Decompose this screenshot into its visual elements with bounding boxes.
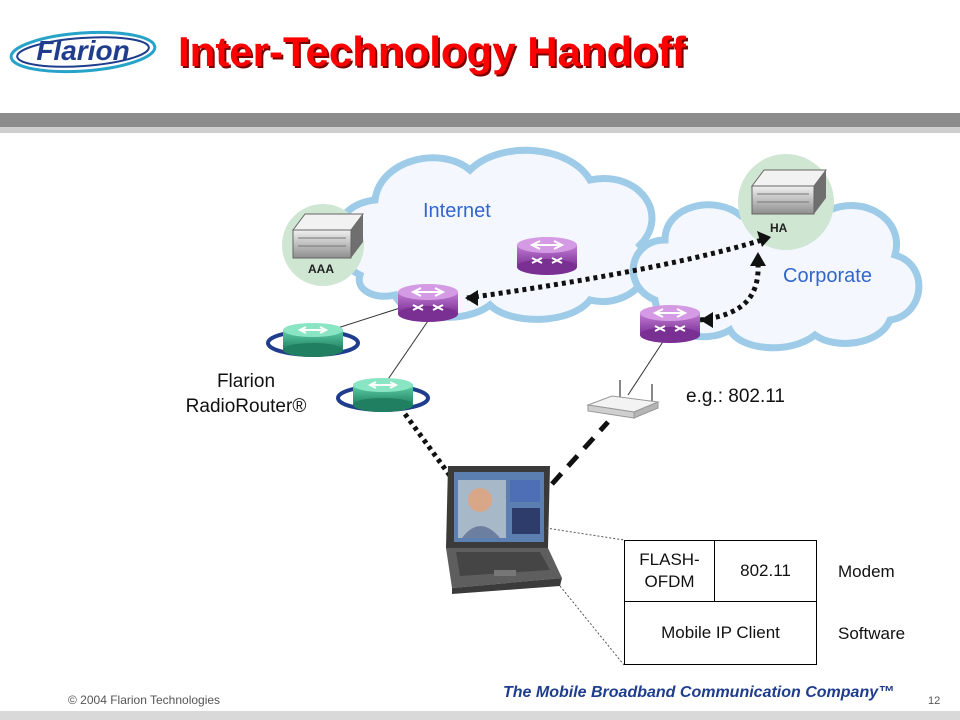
radio-router-icon — [336, 378, 430, 412]
link-line — [381, 317, 431, 389]
arrow-head — [465, 290, 478, 306]
callout-line — [545, 527, 625, 541]
arrow-head — [750, 252, 766, 266]
header-divider-light — [0, 127, 960, 133]
wifi-example-label: e.g.: 802.11 — [686, 386, 785, 407]
tunnel-internet-ha — [466, 237, 763, 301]
radiorouter-label-line1: Flarion — [216, 371, 276, 392]
corporate-label: Corporate — [783, 265, 872, 287]
page-title: Inter-Technology Handoff — [178, 28, 686, 75]
footer-copyright: © 2004 Flarion Technologies — [68, 693, 221, 707]
footer-divider — [0, 711, 960, 720]
flarion-logo: Flarion — [9, 30, 157, 74]
corporate-cloud — [629, 192, 923, 352]
router-icon — [640, 305, 700, 343]
stack-cell-80211: 802.11 — [714, 540, 817, 602]
logo-text: Flarion — [36, 35, 129, 66]
callout-line — [559, 585, 625, 666]
footer-tagline: The Mobile Broadband Communication Compa… — [503, 684, 895, 701]
radiorouter-label: Flarion RadioRouter® — [166, 369, 326, 419]
radiorouter-label-line2: RadioRouter® — [185, 396, 307, 417]
stack-cell-flash-ofdm: FLASH- OFDM — [624, 540, 715, 602]
header-divider-dark — [0, 113, 960, 127]
server-icon — [751, 169, 827, 215]
link-line — [627, 333, 669, 396]
router-icon — [398, 284, 458, 322]
modem-label: Modem — [838, 562, 895, 581]
ha-label: HA — [770, 221, 788, 235]
page-number: 12 — [928, 695, 941, 707]
ha-server — [738, 154, 834, 250]
tunnel-corporate-ha — [699, 261, 761, 323]
arrow-head — [757, 231, 771, 247]
software-label: Software — [838, 624, 906, 643]
arrow-head — [700, 312, 713, 328]
internet-label: Internet — [423, 200, 491, 222]
router-icon — [517, 237, 577, 275]
radio-router-icon — [266, 323, 360, 357]
stack-cell-flash-line2: OFDM — [644, 572, 695, 591]
laptop-icon — [446, 466, 562, 594]
access-point-icon — [586, 380, 660, 419]
stack-cell-flash-line1: FLASH- — [639, 550, 700, 569]
aaa-label: AAA — [308, 262, 334, 276]
flash-ofdm-link — [402, 412, 459, 486]
stack-cell-mobile-ip-client: Mobile IP Client — [624, 601, 817, 665]
aaa-server — [282, 204, 364, 286]
server-icon — [292, 213, 364, 259]
wifi-link — [550, 420, 610, 486]
